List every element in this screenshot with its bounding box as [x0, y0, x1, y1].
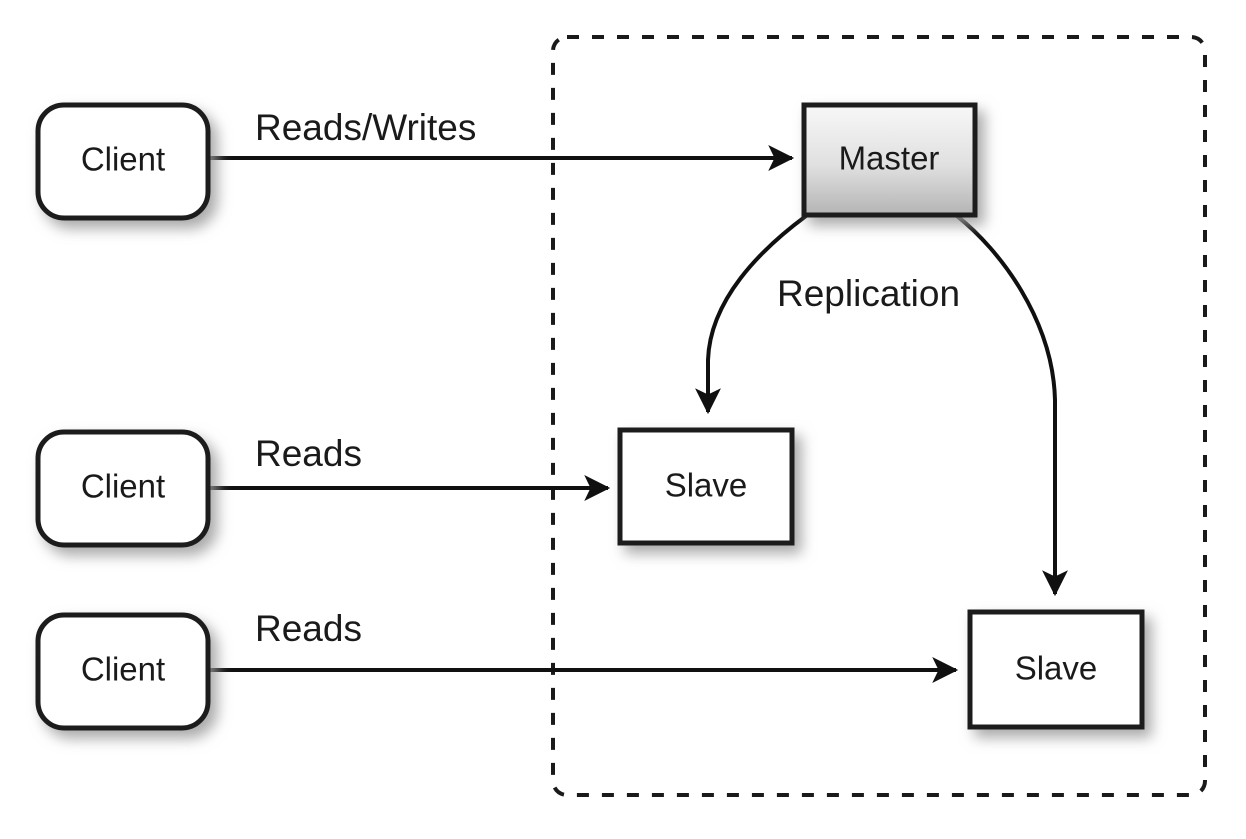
- edge-label-reads-writes: Reads/Writes: [255, 107, 476, 148]
- edge-master-slave1-replication: [695, 214, 808, 415]
- node-slave-2[interactable]: Slave: [967, 609, 1145, 730]
- client-2-label: Client: [81, 468, 165, 505]
- client-1-shape: [35, 102, 211, 221]
- slave-2-label: Slave: [1015, 650, 1098, 687]
- nodes-layer: Client Client Client Master Slave: [35, 102, 1145, 731]
- client-3-shape: [35, 612, 211, 731]
- node-client-3[interactable]: Client: [35, 612, 211, 731]
- slave-2-shape: [967, 609, 1145, 730]
- edge-labels-layer: Reads/Writes Reads Reads Replication: [255, 107, 960, 649]
- master-label: Master: [839, 140, 940, 177]
- node-slave-1[interactable]: Slave: [617, 427, 795, 546]
- node-client-2[interactable]: Client: [35, 429, 211, 548]
- client-1-label: Client: [81, 141, 165, 178]
- edge-label-replication: Replication: [777, 273, 960, 314]
- edge-label-reads-upper: Reads: [255, 433, 362, 474]
- edges-layer: [205, 145, 1068, 683]
- slave-1-shape: [617, 427, 795, 546]
- edge-label-reads-lower: Reads: [255, 608, 362, 649]
- slave-1-label: Slave: [665, 467, 748, 504]
- node-client-1[interactable]: Client: [35, 102, 211, 221]
- master-shape: [801, 102, 978, 218]
- edge-master-slave2-replication: [955, 214, 1068, 597]
- client-3-label: Client: [81, 651, 165, 688]
- replication-boundary: [551, 35, 1207, 797]
- client-2-shape: [35, 429, 211, 548]
- boundary-dashed-rect: [551, 35, 1207, 797]
- node-master[interactable]: Master: [801, 102, 978, 218]
